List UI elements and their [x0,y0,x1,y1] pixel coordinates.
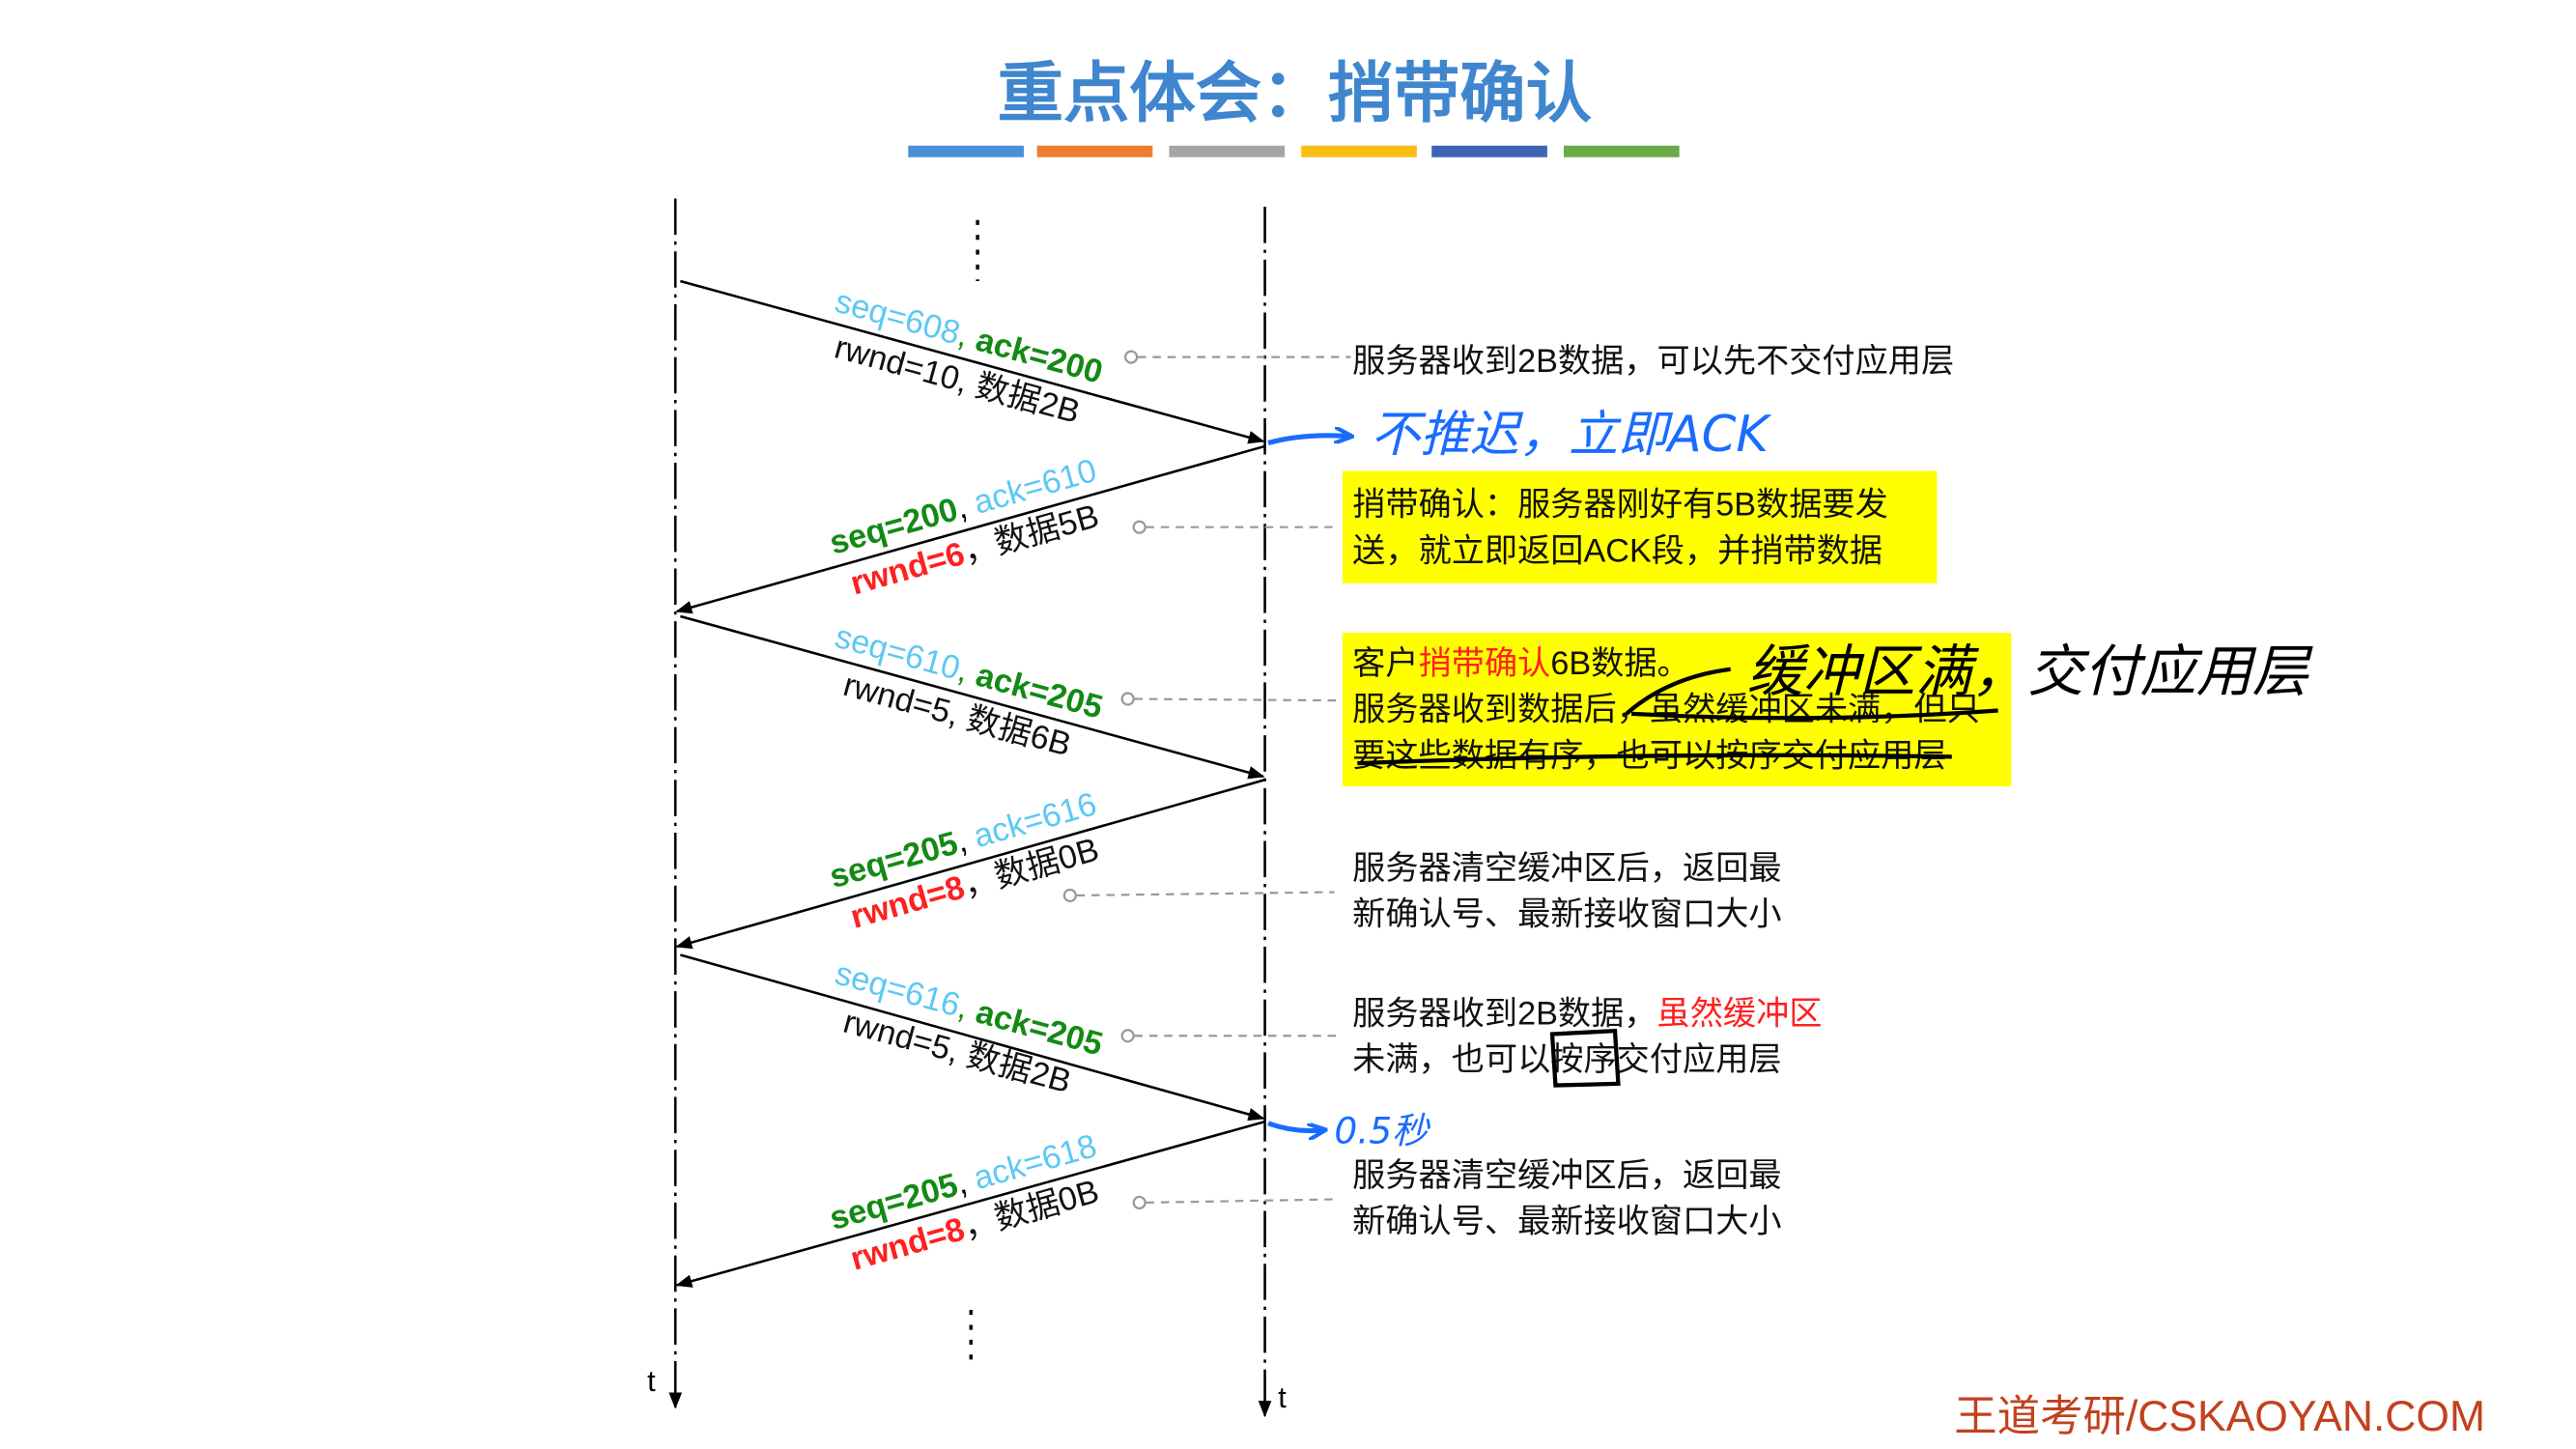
color-bar [1564,145,1680,157]
struck-text: 虽然缓冲区未满，但只 [1650,692,1980,728]
handwritten-arrow-1 [1267,436,1350,445]
segment-arrow-1 [680,279,1265,444]
strike-line-2 [1357,753,1952,766]
note-5-line1: 服务器收到2B数据，虽然缓冲区 [1352,995,1822,1032]
segment-arrow-6 [675,1120,1265,1288]
segment-label-2: seq=200, ack=610 rwnd=6，数据5B [826,452,1103,602]
color-bar [1169,145,1286,157]
handwritten-box-mark [1549,1028,1621,1088]
color-bar [1036,145,1153,157]
handwritten-note-1: 不推迟，立即ACK [1371,406,1772,464]
note-3-line1: 客户捎带确认6B数据。 [1352,645,1690,682]
segment-arrow-4 [675,779,1265,950]
color-bar [908,145,1024,157]
color-bar [1301,145,1417,157]
handwritten-arrow-2 [1625,667,1731,716]
segment-label-3: seq=610, ack=205 rwnd=5, 数据6B [831,618,1106,764]
note-6-line1: 服务器清空缓冲区后，返回最 [1352,1157,1781,1194]
segment-label-6: seq=205, ack=618 rwnd=8，数据0B [826,1127,1103,1277]
time-axis-label-left: t [647,1364,656,1398]
time-axis-label-right: t [1278,1380,1287,1414]
segment-label-1: seq=608, ack=200 rwnd=10, 数据2B [831,283,1107,431]
note-4-line1: 服务器清空缓冲区后，返回最 [1352,850,1781,887]
handwritten-note-3: 0.5秒 [1334,1109,1430,1151]
note-6-line2: 新确认号、最新接收窗口大小 [1352,1204,1781,1240]
title-color-bars [908,145,1680,157]
note-2-line1: 捎带确认：服务器刚好有5B数据要发 [1352,487,1888,524]
note-1: 服务器收到2B数据，可以先不交付应用层 [1352,343,1954,380]
segment-arrow-3 [680,614,1265,780]
note-5-line2: 未满，也可以按序交付应用层 [1352,1041,1781,1078]
highlight-box-1 [1342,470,1938,583]
handwritten-arrow-3 [1267,1121,1324,1131]
strike-line-1 [1630,708,1998,721]
page-title: 重点体会：捎带确认 [998,57,1593,130]
callout-connectors [1062,350,1351,1210]
segment-arrow-5 [680,953,1265,1122]
segment-label-5: seq=616, ack=205 rwnd=5, 数据2B [831,955,1106,1101]
segment-label-4: seq=205, ack=616 rwnd=8，数据0B [826,785,1103,935]
note-2-line2: 送，就立即返回ACK段，并捎带数据 [1352,533,1882,570]
handwritten-note-2: 缓冲区满，交付应用层 [1747,639,2313,704]
footer-brand: 王道考研/CSKAOYAN.COM [1954,1393,2485,1440]
segment-arrow-2 [675,444,1265,614]
note-4-line2: 新确认号、最新接收窗口大小 [1352,896,1781,933]
color-bar [1431,145,1547,157]
note-3-line2: 服务器收到数据后，虽然缓冲区未满，但只 [1352,692,1980,728]
